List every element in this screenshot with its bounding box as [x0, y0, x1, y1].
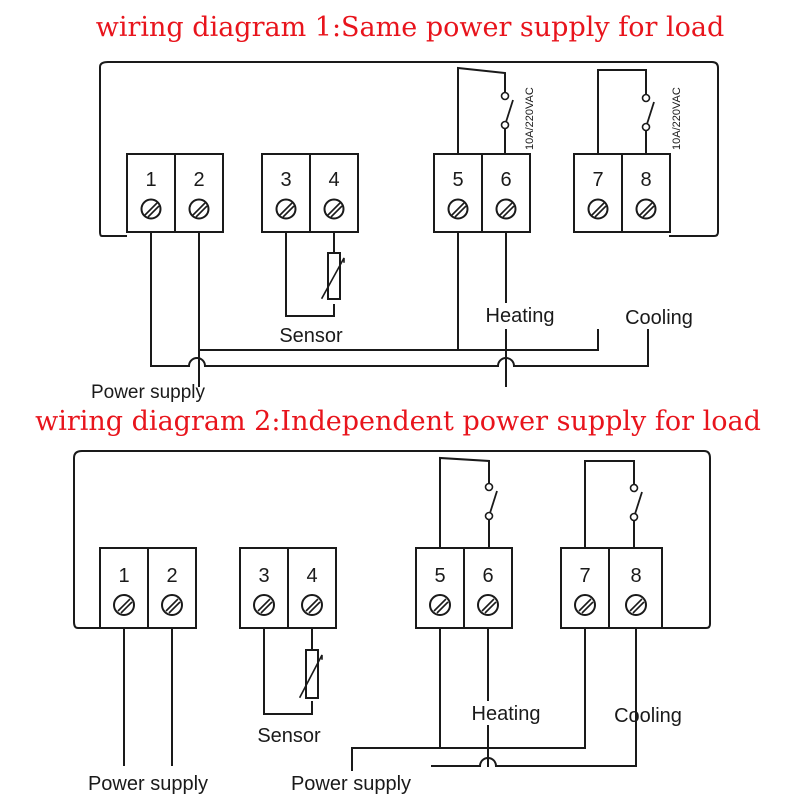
controller-power-supply-label: Power supply — [88, 773, 208, 795]
screw-icon — [113, 594, 135, 616]
terminal-1-number: 1 — [118, 565, 129, 587]
terminal-2-number: 2 — [193, 169, 204, 191]
terminal-8 — [621, 153, 671, 233]
cooling-relay-contact-1 — [597, 69, 655, 155]
sensor-thermistor-2 — [263, 627, 323, 715]
controller-housing-1 — [99, 61, 719, 237]
terminal-4-number: 4 — [328, 169, 339, 191]
terminal-screws-2 — [113, 594, 647, 616]
sensor-label: Sensor — [257, 725, 321, 747]
screw-icon — [161, 594, 183, 616]
power-wiring-1 — [150, 231, 649, 387]
terminal-8-number: 8 — [630, 565, 641, 587]
heating-relay-rating: 10A/220VAC — [524, 87, 536, 150]
cooling-label: Cooling — [625, 307, 693, 329]
load-power-supply-label: Power supply — [291, 773, 411, 795]
terminal-1-number: 1 — [145, 169, 156, 191]
power-supply-label: Power supply — [91, 382, 206, 403]
terminal-4 — [309, 153, 359, 233]
diagram-1-title: wiring diagram 1:Same power supply for l… — [96, 12, 724, 43]
diagram-1: wiring diagram 1:Same power supply for l… — [91, 12, 724, 403]
screw-icon — [625, 594, 647, 616]
terminal-3-number: 3 — [258, 565, 269, 587]
screw-icon — [140, 198, 162, 220]
controller-housing-2 — [73, 450, 711, 629]
terminal-8 — [608, 547, 663, 629]
heating-relay-contact-2 — [439, 456, 498, 549]
screw-icon — [477, 594, 499, 616]
terminal-2-number: 2 — [166, 565, 177, 587]
diagram-2-title: wiring diagram 2:Independent power suppl… — [35, 406, 761, 437]
screw-icon — [574, 594, 596, 616]
terminal-5-number: 5 — [434, 565, 445, 587]
terminal-3-number: 3 — [280, 169, 291, 191]
controller-power-leads-2 — [123, 628, 173, 766]
screw-icon — [447, 198, 469, 220]
screw-icon — [495, 198, 517, 220]
terminal-3 — [261, 153, 311, 233]
screw-icon — [275, 198, 297, 220]
terminal-numbers-1: 1 2 3 4 5 6 7 8 — [145, 169, 651, 191]
terminal-block-2 — [99, 547, 663, 629]
cooling-relay-rating: 10A/220VAC — [671, 87, 683, 150]
heating-label: Heating — [486, 305, 555, 327]
screw-icon — [301, 594, 323, 616]
cooling-relay-contact-2 — [584, 460, 643, 549]
heating-relay-contact-1 — [457, 66, 514, 155]
terminal-6 — [481, 153, 531, 233]
screw-icon — [429, 594, 451, 616]
terminal-8-number: 8 — [640, 169, 651, 191]
diagram-2: wiring diagram 2:Independent power suppl… — [35, 406, 761, 795]
terminal-block-1 — [126, 153, 671, 233]
terminal-5 — [433, 153, 483, 233]
sensor-label: Sensor — [279, 325, 343, 347]
terminal-7-number: 7 — [579, 565, 590, 587]
terminal-screws-1 — [140, 198, 657, 220]
terminal-2 — [174, 153, 224, 233]
terminal-4-number: 4 — [306, 565, 317, 587]
screw-icon — [253, 594, 275, 616]
screw-icon — [587, 198, 609, 220]
terminal-7-number: 7 — [592, 169, 603, 191]
cooling-label: Cooling — [614, 705, 682, 727]
terminal-6-number: 6 — [482, 565, 493, 587]
screw-icon — [635, 198, 657, 220]
screw-icon — [323, 198, 345, 220]
sensor-thermistor-1 — [285, 231, 345, 317]
terminal-5-number: 5 — [452, 169, 463, 191]
terminal-1 — [126, 153, 176, 233]
load-power-wiring-2 — [351, 627, 637, 771]
terminal-6-number: 6 — [500, 169, 511, 191]
terminal-7 — [573, 153, 623, 233]
terminal-numbers-2: 1 2 3 4 5 6 7 8 — [118, 565, 641, 587]
screw-icon — [188, 198, 210, 220]
heating-label: Heating — [472, 703, 541, 725]
